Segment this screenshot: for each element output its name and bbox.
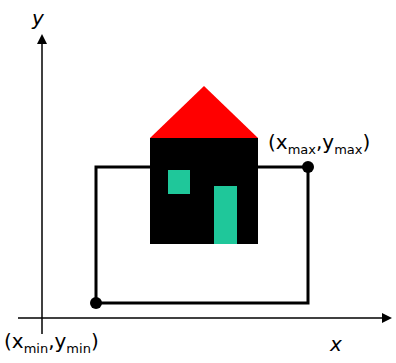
corner-coordinate: (xmin,ymin): [4, 329, 99, 361]
label-text: ,y: [48, 329, 66, 353]
label-text: y: [32, 6, 44, 30]
label-text: ,y: [316, 130, 334, 154]
corner-coordinate: (xmax,ymax): [268, 130, 370, 162]
subscript: max: [334, 142, 362, 157]
corner-dot: [90, 297, 102, 309]
label-text: (x: [4, 329, 24, 353]
clip-window: [96, 167, 308, 303]
subscript: min: [66, 341, 91, 356]
house-window: [168, 170, 190, 194]
corner-dot: [302, 161, 314, 173]
label-text: ): [91, 329, 99, 353]
house-roof: [150, 86, 258, 138]
label-text: (x: [268, 130, 288, 154]
x-axis: [18, 317, 390, 319]
subscript: max: [288, 142, 316, 157]
axis-label: y: [32, 6, 44, 30]
house-body: [150, 138, 258, 244]
label-text: ): [363, 130, 371, 154]
label-text: x: [330, 332, 342, 356]
house-door: [214, 186, 237, 244]
subscript: min: [24, 341, 49, 356]
y-axis: [41, 36, 43, 334]
axis-label: x: [330, 332, 342, 356]
